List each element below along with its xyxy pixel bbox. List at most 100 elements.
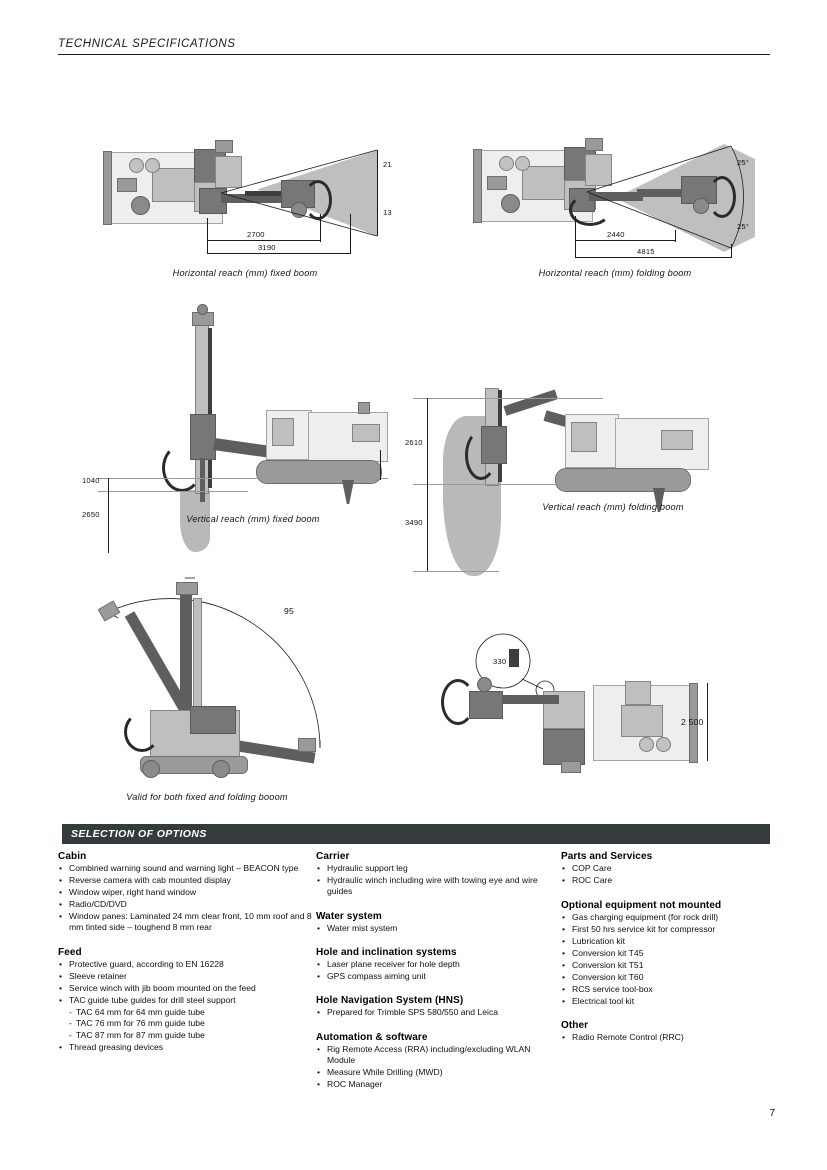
crawler-track — [555, 468, 691, 492]
carrier-deck — [621, 705, 663, 737]
boom-arm — [221, 194, 283, 203]
list-item-text: GPS compass aiming unit — [327, 971, 426, 982]
dim-angle-upper: 25° — [737, 158, 750, 167]
figure-caption: Valid for both fixed and folding booom — [126, 792, 288, 802]
list-item-text: Sleeve retainer — [69, 971, 127, 982]
hydraulic-hose — [162, 444, 202, 492]
bullet-icon: • — [562, 959, 566, 970]
support-leg — [342, 480, 354, 504]
dim-3490-line — [427, 484, 428, 571]
list-item: •Conversion kit T51 — [561, 960, 776, 971]
dim-right-line — [380, 450, 381, 480]
bullet-icon: • — [562, 936, 566, 947]
sub-list-item-text: TAC 64 mm for 64 mm guide tube — [76, 1006, 205, 1017]
exhaust-stack — [358, 402, 370, 414]
option-group-carrier: Carrier •Hydraulic support leg •Hydrauli… — [316, 851, 561, 898]
dim-4815-tick-left — [575, 240, 576, 258]
list-item-text: Radio Remote Control (RRC) — [572, 1032, 684, 1043]
dash-icon: - — [69, 1030, 72, 1041]
hole-shadow — [180, 490, 210, 552]
drill-bit-head — [477, 677, 492, 692]
list-item: •Radio/CD/DVD — [58, 899, 316, 910]
figure-caption: Vertical reach (mm) folding boom — [542, 502, 684, 512]
option-group-title: Hole and inclination systems — [316, 947, 457, 959]
dim-3490-label: 3490 — [405, 518, 423, 527]
sub-list-item: -TAC 87 mm for 87 mm guide tube — [69, 1030, 316, 1041]
page-number: 7 — [769, 1108, 775, 1119]
dim-3190-tick-right — [350, 214, 351, 254]
carrier-side-rail-left — [103, 151, 112, 225]
carrier-tank — [625, 681, 651, 705]
carrier-fan-1 — [129, 158, 144, 173]
dim-95-label: 95 — [284, 606, 294, 616]
dim-2650-label: 2650 — [82, 510, 100, 519]
list-item-text: COP Care — [572, 863, 612, 873]
figure-vertical-folding: 2610 3490 Vertical reach (mm) folding bo… — [405, 388, 709, 578]
list-item: • COP Care — [561, 863, 776, 874]
boom-arm — [589, 192, 643, 201]
carrier-fan-2 — [515, 156, 530, 171]
dim-3190-tick-left — [207, 240, 208, 254]
carrier-side-rail-right — [689, 683, 698, 763]
option-group-title: Parts and Services — [561, 851, 653, 862]
dash-icon: - — [69, 1018, 72, 1029]
option-item-list: •Laser plane receiver for hole depth •GP… — [316, 959, 561, 982]
bullet-icon: • — [562, 971, 566, 982]
option-group-title: Carrier — [316, 851, 350, 862]
carrier-drum — [131, 196, 150, 215]
dim-3190-label: 3190 — [258, 243, 276, 252]
bullet-icon: • — [562, 863, 566, 873]
page-title: TECHNICAL SPECIFICATIONS — [58, 38, 236, 50]
bullet-icon: • — [317, 1079, 321, 1090]
list-item: •Radio Remote Control (RRC) — [561, 1032, 776, 1043]
options-section-title: SELECTION OF OPTIONS — [71, 828, 207, 840]
mast-rail — [208, 328, 212, 488]
list-item: •Hydraulic support leg — [316, 863, 561, 874]
angle-dim-line — [377, 150, 378, 236]
list-item-text: Electrical tool kit — [572, 995, 635, 1006]
bullet-icon: • — [59, 959, 63, 970]
list-item: •ROC Manager — [316, 1079, 561, 1090]
dim-2440-label: 2440 — [607, 230, 625, 239]
bullet-icon: • — [317, 1067, 321, 1078]
option-group-title: Optional equipment not mounted — [561, 900, 722, 912]
figure-caption: Vertical reach (mm) fixed boom — [186, 514, 320, 524]
list-item-text: Combined warning sound and warning light… — [69, 863, 299, 873]
list-item: • Measure While Drilling (MWD) — [316, 1067, 561, 1078]
header-divider — [58, 54, 770, 55]
dim-angle-lower: 13 — [383, 208, 392, 217]
dim-2440-tick-left — [575, 216, 576, 242]
carrier-fan-1 — [499, 156, 514, 171]
option-group-automation-software: Automation & software •Rig Remote Access… — [316, 1032, 561, 1091]
list-item-text: Prepared for Trimble SPS 580/550 and Lei… — [327, 1007, 499, 1018]
list-item-text: TAC guide tube guides for drill steel su… — [69, 995, 236, 1006]
carrier-panel — [117, 178, 137, 192]
dim-2440-line — [575, 240, 675, 241]
option-group-water-system: Water system •Water mist system — [316, 911, 561, 934]
option-group-other: Other •Radio Remote Control (RRC) — [561, 1020, 776, 1043]
dim-1040-line — [108, 478, 109, 491]
figure-caption: Horizontal reach (mm) fixed boom — [172, 268, 318, 278]
list-item-text: Conversion kit T60 — [572, 971, 644, 982]
crawler-track — [256, 460, 382, 484]
dim-ext-mid — [413, 484, 635, 485]
list-item-text: Measure While Drilling (MWD) — [327, 1067, 443, 1078]
carrier-fan-2 — [656, 737, 671, 752]
page-header: TECHNICAL SPECIFICATIONS — [58, 38, 770, 55]
dim-2440-tick-right — [675, 230, 676, 242]
dash-icon: - — [69, 1006, 72, 1017]
list-item-text: Water mist system — [327, 922, 398, 933]
dim-4815-label: 4815 — [637, 247, 655, 256]
list-item: •Protective guard, according to EN 16228 — [58, 959, 316, 970]
bullet-icon: • — [317, 874, 321, 885]
carrier-drum — [501, 194, 520, 213]
dim-4815-line — [575, 257, 731, 258]
option-group-title: Hole Navigation System (HNS) — [316, 995, 464, 1007]
list-item: •Gas charging equipment (for rock drill) — [561, 912, 776, 923]
list-item: •GPS compass aiming unit — [316, 971, 561, 982]
option-group-title: Water system — [316, 910, 382, 922]
bullet-icon: • — [59, 910, 63, 921]
carrier-deck — [152, 168, 196, 202]
sub-list-item-text: TAC 76 mm for 76 mm guide tube — [76, 1018, 205, 1029]
list-item-text: Lubrication kit — [572, 936, 626, 947]
